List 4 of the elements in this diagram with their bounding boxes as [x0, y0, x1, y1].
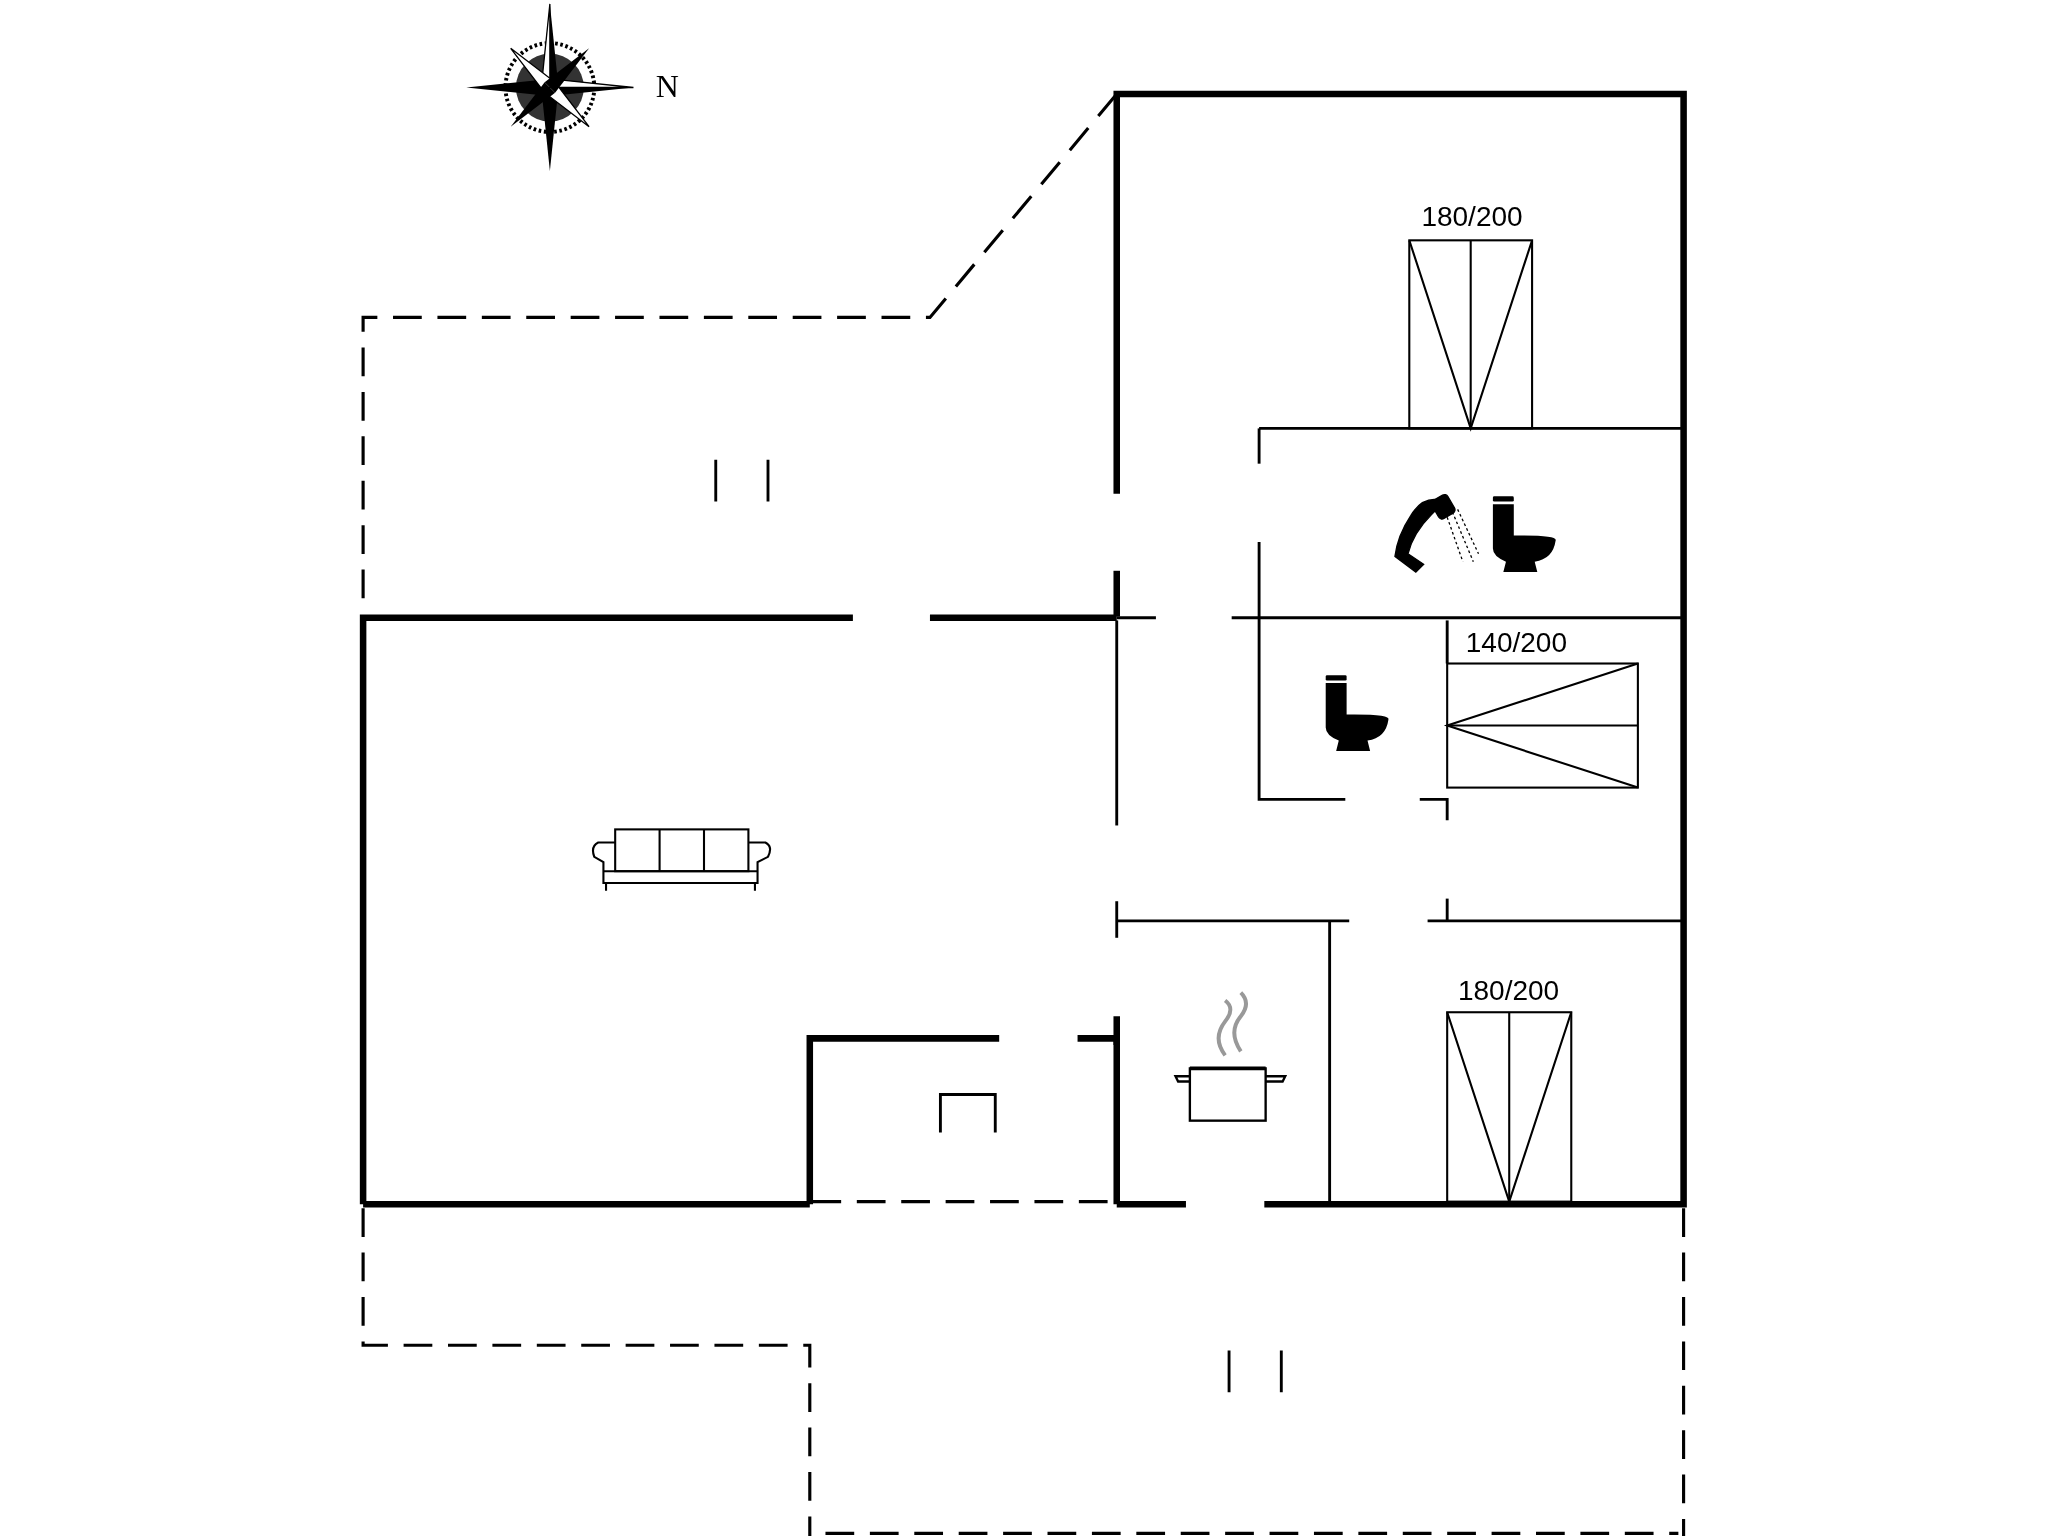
north-label: N — [655, 70, 679, 103]
bed-size-label: 140/200 — [1465, 628, 1567, 657]
bed-size-label: 180/200 — [1457, 977, 1560, 1006]
bed-size-label: 180/200 — [1421, 202, 1523, 231]
